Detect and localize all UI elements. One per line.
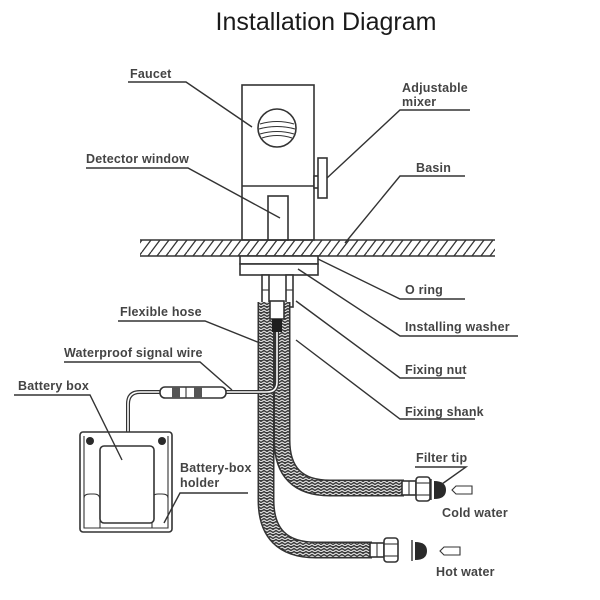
label-basin: Basin: [416, 161, 451, 175]
faucet: [241, 84, 328, 241]
installing-washer: [239, 263, 319, 276]
label-hot-water: Hot water: [436, 565, 495, 579]
leader-lines: [14, 81, 518, 524]
label-fixing-nut: Fixing nut: [405, 363, 467, 377]
basin: [140, 239, 495, 257]
label-waterproof-signal-wire: Waterproof signal wire: [64, 346, 203, 360]
fixing-nut: [269, 300, 285, 332]
filter-tip: [434, 481, 446, 499]
sensor-dome: [257, 108, 297, 148]
label-installing-washer: Installing washer: [405, 320, 510, 334]
detector-window: [267, 195, 289, 241]
label-battery-box-holder-line2: holder: [180, 476, 219, 490]
label-cold-water: Cold water: [442, 506, 508, 520]
label-battery-box: Battery box: [18, 379, 89, 393]
hot-water-arrow-icon: [439, 546, 461, 556]
flexible-hose-cold: [273, 302, 404, 497]
label-adjustable-mixer-line2: mixer: [402, 95, 436, 109]
signal-wire-connector: [159, 386, 227, 399]
cold-water-fitting: [401, 476, 473, 502]
label-battery-box-holder-line1: Battery-box: [180, 461, 252, 475]
o-ring: [239, 255, 319, 265]
label-detector-window: Detector window: [86, 152, 189, 166]
adjustable-mixer-knob: [317, 157, 328, 199]
label-filter-tip: Filter tip: [416, 451, 467, 465]
diagram-title: Installation Diagram: [216, 8, 437, 36]
label-faucet: Faucet: [130, 67, 172, 81]
hot-water-fitting: [369, 537, 461, 563]
label-flexible-hose: Flexible hose: [120, 305, 202, 319]
flexible-hose-hot: [257, 302, 372, 559]
battery-box: [99, 445, 155, 524]
waterproof-signal-wire: [126, 332, 279, 434]
cold-water-arrow-icon: [451, 485, 473, 495]
label-o-ring: O ring: [405, 283, 443, 297]
label-adjustable-mixer-line1: Adjustable: [402, 81, 468, 95]
label-fixing-shank: Fixing shank: [405, 405, 484, 419]
